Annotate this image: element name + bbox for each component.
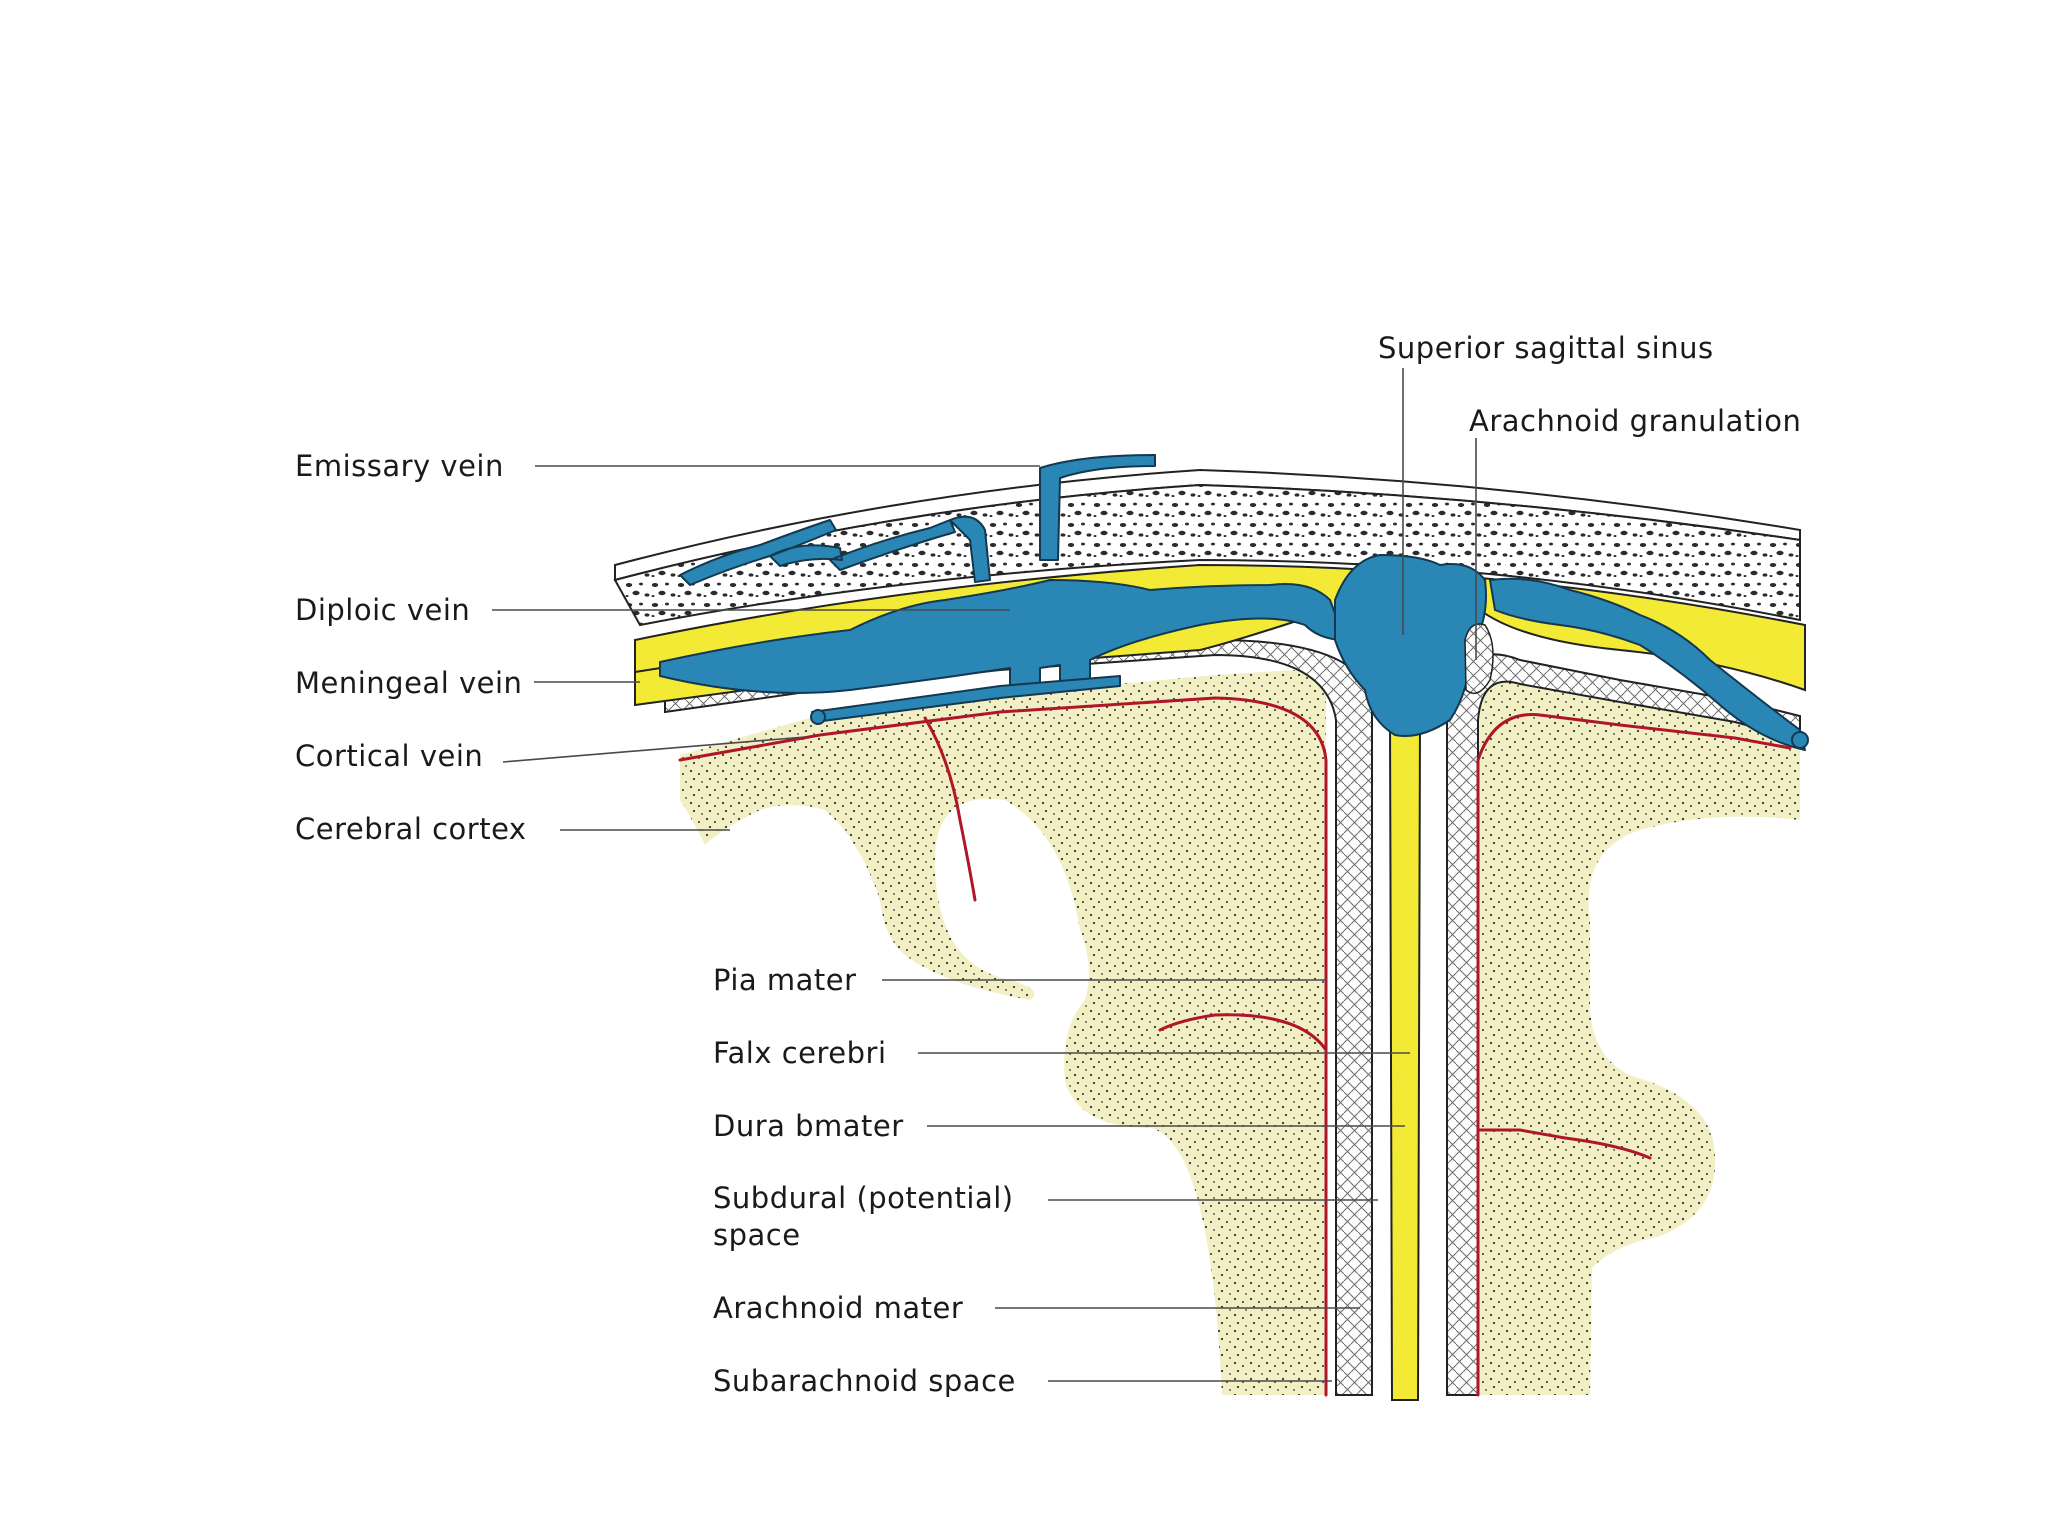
label-subdural-space-line2: space [713, 1218, 801, 1252]
label-meningeal-vein: Meningeal vein [295, 666, 522, 700]
arachnoid-granulation-shape [1464, 623, 1494, 695]
left-deep-artery [1158, 1013, 1328, 1052]
illustration [613, 454, 1809, 1401]
left-arachnoid-band [664, 638, 1373, 1396]
label-arachnoid-granulation: Arachnoid granulation [1469, 404, 1801, 438]
emissary-vein-shape [1039, 454, 1156, 561]
label-cerebral-cortex: Cerebral cortex [295, 812, 527, 846]
left-branch-artery [923, 716, 977, 902]
label-arachnoid-mater: Arachnoid mater [713, 1291, 963, 1325]
label-falx-cerebri: Falx cerebri [713, 1036, 887, 1070]
leader-lines [492, 368, 1477, 1382]
lateral-lacuna-end [1791, 731, 1809, 749]
label-emissary-vein: Emissary vein [295, 449, 504, 483]
label-superior-sagittal-sinus: Superior sagittal sinus [1378, 331, 1714, 365]
label-cortical-vein: Cortical vein [295, 739, 483, 773]
lateral-lacuna-shape [1489, 577, 1806, 751]
leader-cortical-vein [502, 736, 806, 763]
cortical-arteries [678, 696, 1792, 1397]
right-deep-artery [1476, 1128, 1652, 1160]
left-surface-artery [678, 696, 1328, 1397]
right-surface-artery [1476, 713, 1792, 1397]
label-subdural-space-line1: Subdural (potential) [713, 1181, 1014, 1215]
meningeal-vein-shape [659, 579, 1346, 696]
cortical-vein-end [810, 709, 826, 725]
venous-system [659, 454, 1809, 751]
label-pia-mater: Pia mater [713, 963, 857, 997]
diploe-bone [613, 483, 1801, 627]
diploic-vein-shape [679, 515, 991, 586]
label-diploic-vein: Diploic vein [295, 593, 470, 627]
label-dura-mater: Dura bmater [713, 1109, 904, 1143]
label-subarachnoid-space: Subarachnoid space [713, 1364, 1016, 1398]
left-hemisphere-cortex [680, 668, 1326, 1395]
labels: Superior sagittal sinus Arachnoid granul… [295, 331, 1801, 1398]
right-hemisphere-cortex [1468, 668, 1800, 1395]
